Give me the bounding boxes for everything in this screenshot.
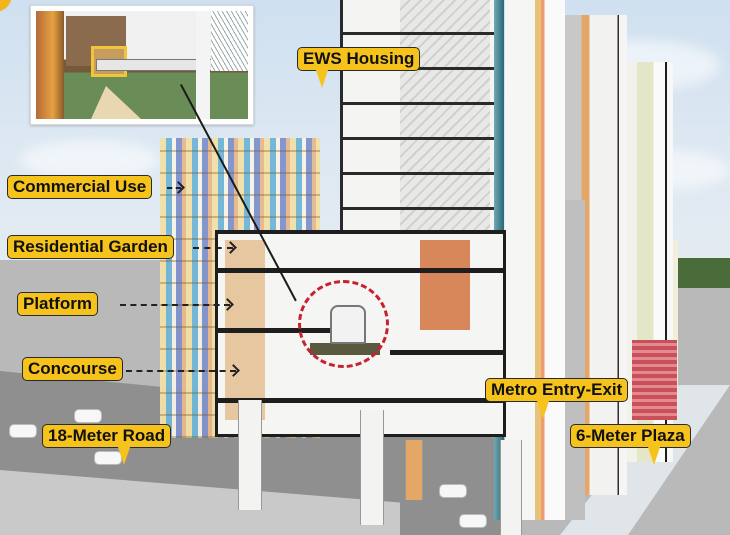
inset-building: [36, 11, 64, 119]
platform-slab: [390, 350, 505, 355]
callout-pointer: [316, 70, 328, 88]
label-platform: Platform: [17, 292, 98, 316]
support-pillar: [360, 410, 384, 525]
label-metro-entry-exit: Metro Entry-Exit: [485, 378, 629, 402]
callout-pointer: [648, 447, 660, 465]
label-ews-housing: EWS Housing: [297, 47, 421, 71]
callout-pointer: [118, 447, 130, 465]
support-pillar: [238, 400, 262, 510]
car: [95, 452, 121, 464]
cloud: [20, 140, 160, 180]
residential-tower: [505, 0, 565, 520]
concourse-slab: [215, 398, 505, 403]
inset-bridge-mast: [196, 11, 210, 119]
dashed-arrow: [167, 187, 181, 189]
highlight-circle: [298, 280, 389, 368]
label-residential-garden: Residential Garden: [7, 235, 174, 259]
car: [440, 485, 466, 497]
tower-floor-slabs: [340, 0, 500, 240]
car: [10, 425, 36, 437]
label-6-meter-plaza: 6-Meter Plaza: [570, 424, 691, 448]
callout-pointer: [537, 401, 549, 419]
residential-garden-slab: [215, 268, 505, 273]
inset-image: [36, 11, 248, 119]
interior-wall: [420, 240, 470, 330]
label-commercial-use: Commercial Use: [7, 175, 153, 199]
label-18-meter-road: 18-Meter Road: [42, 424, 172, 448]
inset-bridge-cables: [211, 11, 248, 71]
car: [460, 515, 486, 527]
support-pillar: [500, 440, 522, 535]
support-pillar: [405, 440, 423, 500]
dashed-arrow: [193, 247, 233, 249]
inset-photo: [30, 5, 254, 125]
inset-structure: [91, 86, 141, 119]
dashed-arrow: [120, 304, 230, 306]
brick-facade: [632, 340, 677, 420]
platform-slab: [215, 328, 335, 333]
label-concourse: Concourse: [22, 357, 123, 381]
car: [75, 410, 101, 422]
dashed-arrow: [126, 370, 236, 372]
